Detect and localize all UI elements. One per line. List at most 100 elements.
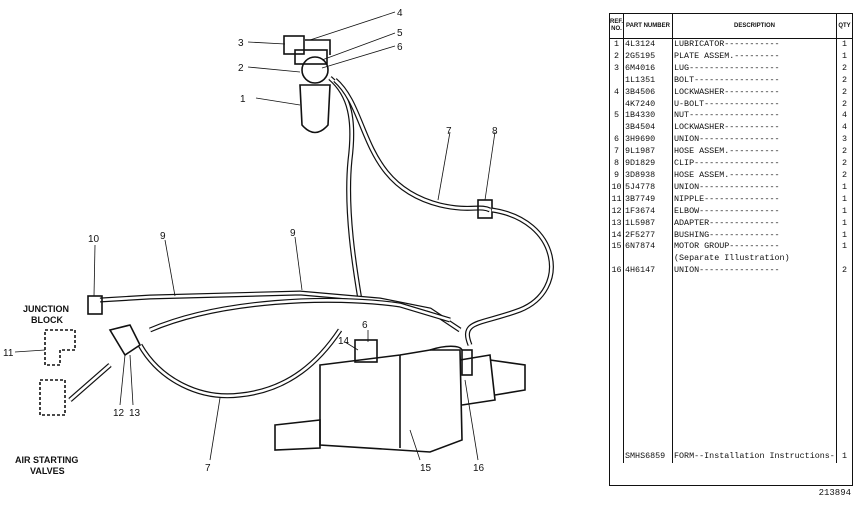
table-header-row: REF. NO. PART NUMBER DESCRIPTION QTY — [610, 14, 852, 39]
cell-desc: UNION---------------- — [672, 181, 837, 194]
cell-part: 3B4506 — [623, 86, 673, 99]
junction-block-label-2: BLOCK — [31, 315, 63, 325]
cell-part: 5J4778 — [623, 181, 673, 194]
callout-12: 12 — [113, 408, 125, 419]
cell-ref: 11 — [610, 193, 624, 206]
cell-qty: 2 — [841, 98, 848, 109]
cell-qty: 2 — [841, 146, 848, 157]
cell-ref: 2 — [610, 50, 624, 63]
cell-ref: 5 — [610, 110, 624, 123]
cell-desc: NIPPLE--------------- — [672, 193, 837, 206]
callout-7: 7 — [446, 126, 452, 137]
cell-qty: 1 — [841, 205, 848, 216]
callout-10: 10 — [88, 234, 100, 245]
cell-part: 3B4504 — [623, 122, 673, 135]
lubricator-head — [301, 56, 329, 84]
cell-desc: LUG------------------ — [672, 62, 837, 75]
callout-8: 8 — [492, 126, 498, 137]
cell-ref: 10 — [610, 181, 624, 194]
cell-qty: 1 — [841, 193, 848, 204]
cell-qty: 1 — [841, 217, 848, 228]
cell-ref: 8 — [610, 158, 624, 170]
cell-ref: 14 — [610, 229, 624, 242]
cell-part: 1B4330 — [623, 110, 673, 123]
cell-ref: 15 — [610, 241, 624, 254]
cell-ref: 1 — [610, 38, 624, 51]
cell-qty: 2 — [841, 62, 848, 73]
cell-qty: 1 — [841, 241, 848, 252]
callout-5: 5 — [397, 28, 403, 39]
callout-14: 14 — [338, 336, 350, 347]
cell-qty: 1 — [841, 50, 848, 61]
cell-qty: 2 — [841, 169, 848, 180]
cell-desc: MOTOR GROUP---------- — [672, 241, 837, 254]
callout-7b: 7 — [205, 463, 211, 474]
cell-part: 3H9690 — [623, 134, 673, 147]
cell-qty: 2 — [841, 158, 848, 169]
cell-desc: (Separate Illustration) — [672, 253, 837, 266]
cell-qty: 1 — [841, 39, 848, 49]
table-filler-row — [610, 277, 852, 452]
cell-qty: 4 — [841, 110, 848, 121]
cell-qty: 2 — [841, 86, 848, 97]
motor-body — [319, 349, 463, 453]
cell-ref — [610, 122, 624, 135]
cell-part: 1L5987 — [623, 217, 673, 230]
cell-qty: 1 — [841, 181, 848, 192]
junction-block-label-1: JUNCTION — [23, 304, 69, 314]
cell-qty: 3 — [841, 134, 848, 145]
cell-desc: ELBOW---------------- — [672, 205, 837, 218]
cell-ref: 7 — [610, 146, 624, 159]
callout-6: 6 — [397, 42, 403, 53]
cell-ref: 9 — [610, 169, 624, 182]
cell-desc: LUBRICATOR----------- — [672, 38, 837, 51]
cell-desc: LOCKWASHER----------- — [672, 122, 837, 135]
callout-15: 15 — [420, 463, 432, 474]
cell-desc: CLIP----------------- — [672, 158, 837, 170]
cell-part — [623, 253, 673, 266]
cell-qty: 1 — [841, 451, 848, 462]
lubricator-bowl — [299, 84, 331, 134]
callout-2: 2 — [238, 63, 244, 74]
cell-ref: 6 — [610, 134, 624, 147]
header-qty: QTY — [836, 14, 852, 39]
cell-part: 3D8938 — [623, 169, 673, 182]
cell-desc: LOCKWASHER----------- — [672, 86, 837, 99]
cell-qty: 1 — [841, 229, 848, 240]
callout-13: 13 — [129, 408, 141, 419]
callout-9: 9 — [160, 231, 166, 242]
cell-qty — [837, 253, 853, 265]
cell-qty: 4 — [841, 122, 848, 133]
cell-ref: 4 — [610, 86, 624, 99]
cell-part: 2F5277 — [623, 229, 673, 242]
parts-diagram: 1 2 3 4 5 6 7 8 9 9 10 11 12 13 14 15 16… — [3, 8, 554, 476]
cell-part: 1L1351 — [623, 74, 673, 87]
cell-desc: ADAPTER-------------- — [672, 217, 837, 230]
union-fitting — [87, 295, 103, 315]
cell-part: 1F3674 — [623, 205, 673, 218]
cell-desc: BOLT----------------- — [672, 74, 837, 87]
cell-desc: UNION---------------- — [672, 265, 837, 278]
header-ref-no: REF. NO. — [610, 14, 624, 39]
callout-16: 16 — [473, 463, 485, 474]
cell-desc: HOSE ASSEM.---------- — [672, 169, 837, 182]
callout-9b: 9 — [290, 228, 296, 239]
cell-desc: NUT------------------ — [672, 110, 837, 123]
